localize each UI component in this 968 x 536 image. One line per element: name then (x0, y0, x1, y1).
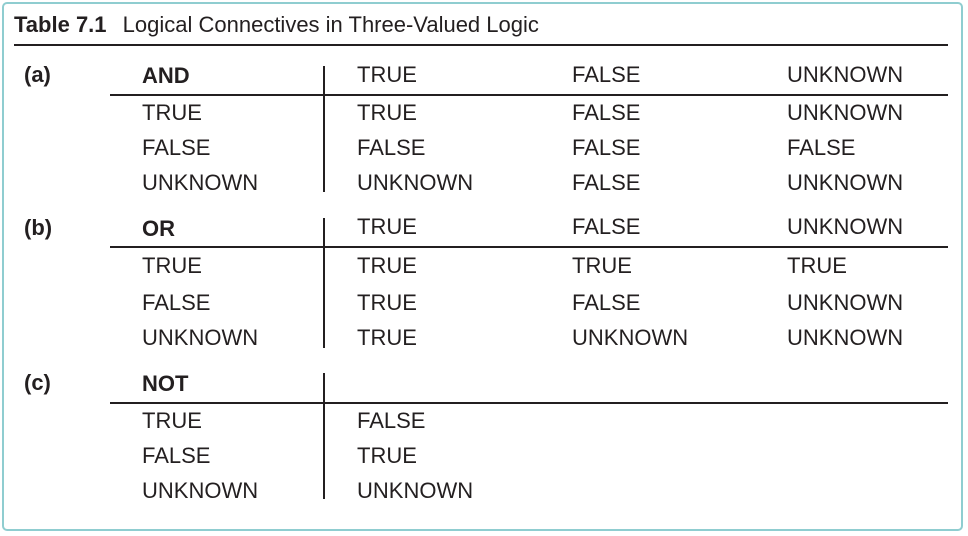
column-header: UNKNOWN (787, 214, 904, 239)
table-cell: FALSE (357, 135, 426, 160)
table-cell: UNKNOWN (787, 100, 904, 125)
row-header: TRUE (142, 100, 202, 125)
row-header: UNKNOWN (142, 478, 259, 503)
caption-rule (14, 44, 948, 46)
row-header: FALSE (142, 135, 211, 160)
header-rule-b (110, 246, 948, 248)
table-cell: UNKNOWN (787, 290, 904, 315)
section-label-a: (a) (24, 62, 51, 87)
table-cell: TRUE (572, 253, 632, 278)
table-cell: TRUE (357, 443, 417, 468)
row-header: TRUE (142, 408, 202, 433)
table-cell: FALSE (572, 290, 641, 315)
table-cell: UNKNOWN (357, 170, 474, 195)
table-cell: FALSE (572, 170, 641, 195)
section-label-b: (b) (24, 215, 53, 240)
divider-a (323, 66, 325, 192)
table-cell: TRUE (357, 290, 417, 315)
operator-not: NOT (142, 371, 189, 396)
table-caption: Table 7.1 Logical Connectives in Three-V… (14, 11, 539, 39)
table-cell: TRUE (357, 100, 417, 125)
table-cell: UNKNOWN (572, 325, 689, 350)
operator-or: OR (142, 216, 175, 241)
table-frame (2, 2, 963, 531)
table-cell: UNKNOWN (357, 478, 474, 503)
table-cell: TRUE (787, 253, 847, 278)
row-header: UNKNOWN (142, 325, 259, 350)
table-cell: FALSE (572, 135, 641, 160)
table-cell: TRUE (357, 253, 417, 278)
table-cell: FALSE (357, 408, 426, 433)
column-header: FALSE (572, 62, 641, 87)
column-header: FALSE (572, 214, 641, 239)
row-header: FALSE (142, 290, 211, 315)
table-cell: UNKNOWN (787, 325, 904, 350)
divider-b (323, 218, 325, 348)
table-cell: UNKNOWN (787, 170, 904, 195)
section-label-c: (c) (24, 370, 51, 395)
column-header: TRUE (357, 214, 417, 239)
column-header: TRUE (357, 62, 417, 87)
divider-c (323, 373, 325, 499)
row-header: FALSE (142, 443, 211, 468)
row-header: TRUE (142, 253, 202, 278)
table-title: Logical Connectives in Three-Valued Logi… (122, 12, 539, 37)
table-cell: TRUE (357, 325, 417, 350)
table-number: Table 7.1 (14, 12, 107, 37)
header-rule-c (110, 402, 948, 404)
row-header: UNKNOWN (142, 170, 259, 195)
column-header: UNKNOWN (787, 62, 904, 87)
header-rule-a (110, 94, 948, 96)
operator-and: AND (142, 63, 190, 88)
table-cell: FALSE (787, 135, 856, 160)
table-cell: FALSE (572, 100, 641, 125)
